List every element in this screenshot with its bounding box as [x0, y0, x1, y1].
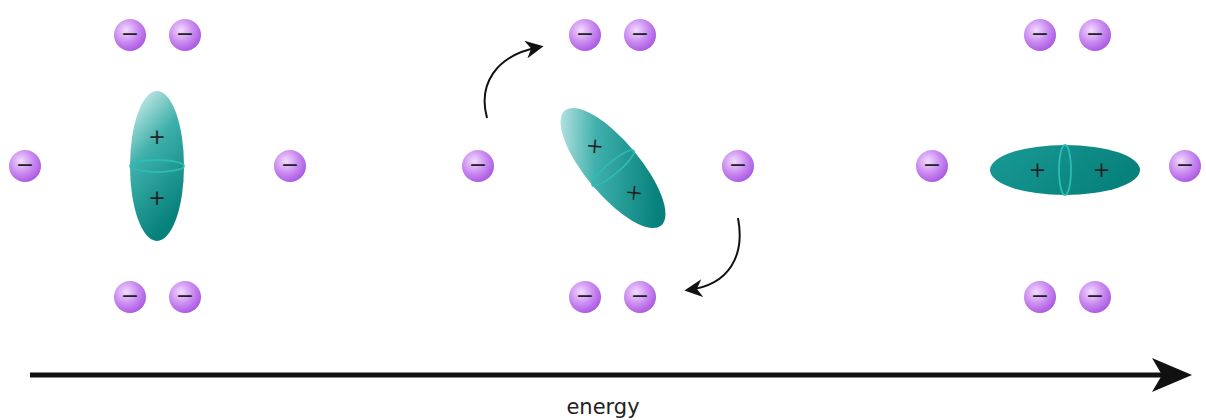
rotation-arrow — [485, 47, 540, 118]
charge-sign: − — [1086, 285, 1104, 307]
charge-sign: − — [121, 285, 139, 307]
charge-sign: − — [631, 23, 649, 45]
orbital-lobe: ++ — [989, 144, 1141, 196]
charge-sign: − — [576, 285, 594, 307]
negative-charge: − — [168, 18, 202, 52]
charge-sign: − — [1031, 23, 1049, 45]
negative-charge: − — [623, 18, 657, 52]
orbital-lobe: ×× — [543, 92, 684, 244]
negative-charge: − — [1078, 18, 1112, 52]
charge-sign: − — [1176, 154, 1194, 176]
energy-arrowhead — [1152, 358, 1192, 392]
rotation-arrow — [688, 218, 740, 290]
negative-charge: − — [915, 149, 949, 183]
charge-sign: − — [576, 23, 594, 45]
axis-label: energy — [566, 395, 639, 419]
lobe-shape — [543, 92, 684, 244]
charge-disc — [569, 281, 601, 313]
charge-disc — [916, 150, 948, 182]
negative-charge: − — [113, 280, 147, 314]
charge-sign: − — [729, 154, 747, 176]
negative-charge: − — [8, 149, 42, 183]
lobe-body — [130, 91, 184, 241]
negative-charge: − — [721, 149, 755, 183]
negative-charge: − — [1023, 280, 1057, 314]
charge-disc — [1024, 281, 1056, 313]
charge-disc — [1169, 150, 1201, 182]
charge-disc — [1024, 19, 1056, 51]
negative-charge: − — [168, 280, 202, 314]
charge-disc — [624, 19, 656, 51]
lobe-body — [544, 93, 682, 243]
phase-sign: + — [148, 187, 166, 208]
negative-charge: − — [461, 149, 495, 183]
negative-charge: − — [273, 149, 307, 183]
charge-disc — [722, 150, 754, 182]
charge-sign: − — [281, 154, 299, 176]
charge-disc — [1079, 19, 1111, 51]
charge-disc — [1079, 281, 1111, 313]
phase-sign: + — [1029, 160, 1047, 181]
lobe-shape — [129, 90, 185, 242]
charge-sign: − — [16, 154, 34, 176]
charge-disc — [569, 19, 601, 51]
charge-disc — [274, 150, 306, 182]
charge-sign: − — [1031, 285, 1049, 307]
charge-disc — [9, 150, 41, 182]
lobe-band — [130, 160, 184, 172]
negative-charge: − — [113, 18, 147, 52]
charge-sign: − — [469, 154, 487, 176]
negative-charge: − — [1078, 280, 1112, 314]
negative-charge: − — [1168, 149, 1202, 183]
charge-disc — [114, 19, 146, 51]
charge-sign: − — [631, 285, 649, 307]
negative-charge: − — [1023, 18, 1057, 52]
negative-charge: − — [623, 280, 657, 314]
charge-sign: − — [121, 23, 139, 45]
charge-disc — [114, 281, 146, 313]
lobe-body — [990, 145, 1140, 195]
energy-axis — [30, 373, 1165, 378]
charge-disc — [169, 281, 201, 313]
lobe-shape — [989, 144, 1141, 196]
charge-disc — [169, 19, 201, 51]
orbital-lobe: ++ — [129, 90, 185, 242]
charge-disc — [462, 150, 494, 182]
phase-sign: + — [1093, 160, 1111, 181]
negative-charge: − — [568, 280, 602, 314]
charge-disc — [624, 281, 656, 313]
charge-sign: − — [176, 285, 194, 307]
phase-sign: + — [148, 127, 166, 148]
charge-sign: − — [176, 23, 194, 45]
lobe-band — [1059, 145, 1071, 195]
charge-sign: − — [1086, 23, 1104, 45]
charge-sign: − — [923, 154, 941, 176]
negative-charge: − — [568, 18, 602, 52]
